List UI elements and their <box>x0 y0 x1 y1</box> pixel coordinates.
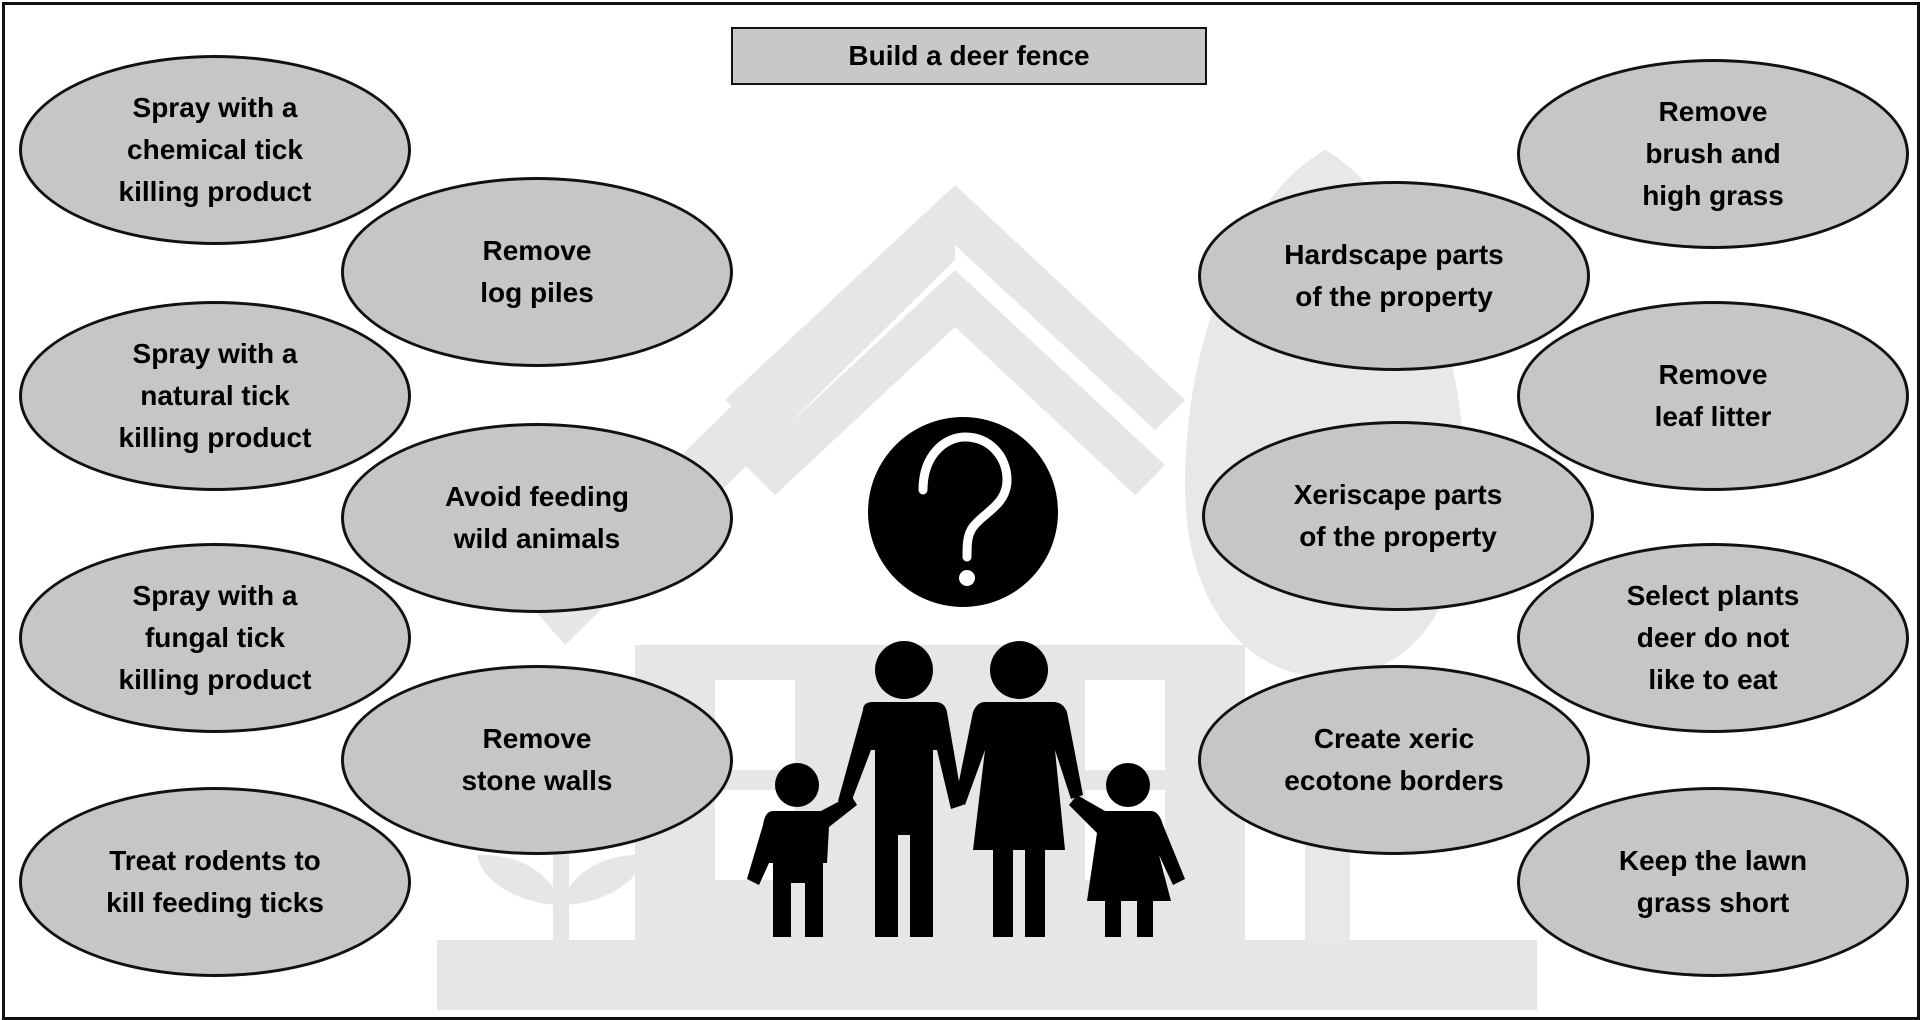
center-figures <box>747 417 1185 937</box>
oval-remove-leaf-litter: Remove leaf litter <box>1517 301 1909 491</box>
oval-lawn-short: Keep the lawn grass short <box>1517 787 1909 977</box>
oval-avoid-feeding: Avoid feeding wild animals <box>341 423 733 613</box>
oval-remove-stone-walls: Remove stone walls <box>341 665 733 855</box>
plant-icon <box>477 835 645 945</box>
question-mark-icon <box>868 417 1058 607</box>
oval-remove-brush: Remove brush and high grass <box>1517 59 1909 249</box>
oval-remove-log-piles: Remove log piles <box>341 177 733 367</box>
oval-xeric-borders: Create xeric ecotone borders <box>1198 665 1590 855</box>
family-icon <box>747 641 1185 937</box>
oval-select-plants: Select plants deer do not like to eat <box>1517 543 1909 733</box>
oval-chemical-spray: Spray with a chemical tick killing produ… <box>19 55 411 245</box>
oval-xeriscape: Xeriscape parts of the property <box>1202 421 1594 611</box>
oval-natural-spray: Spray with a natural tick killing produc… <box>19 301 411 491</box>
title-box: Build a deer fence <box>731 27 1207 85</box>
oval-treat-rodents: Treat rodents to kill feeding ticks <box>19 787 411 977</box>
oval-fungal-spray: Spray with a fungal tick killing product <box>19 543 411 733</box>
oval-hardscape: Hardscape parts of the property <box>1198 181 1590 371</box>
